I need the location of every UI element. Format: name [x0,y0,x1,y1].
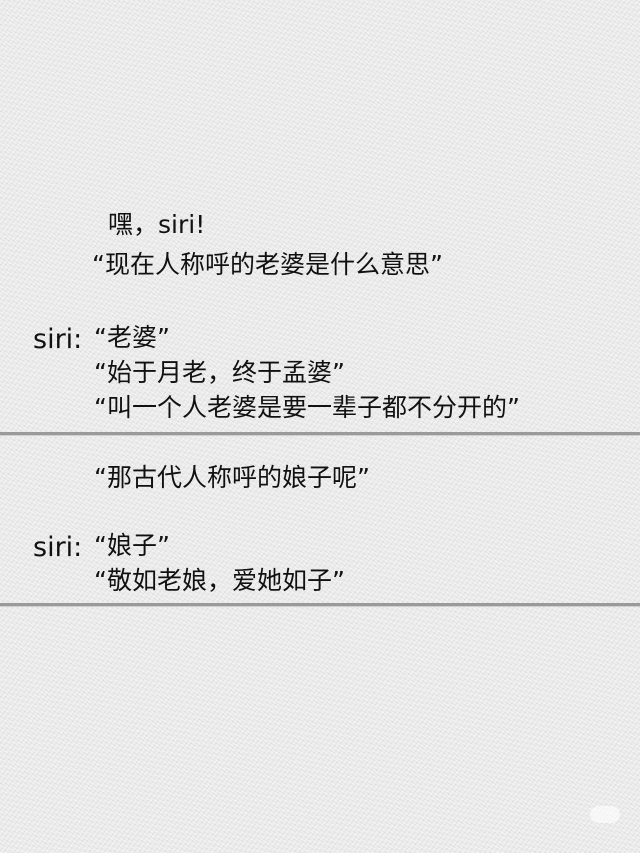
divider [0,603,640,607]
user-greeting: 嘿，siri! [108,210,206,239]
divider [0,432,640,436]
siri-answer-1-line-3: “叫一个人老婆是要一辈子都不分开的” [94,393,520,422]
user-question-2: “那古代人称呼的娘子呢” [94,463,370,492]
siri-answer-1-line-1: “老婆” [94,323,170,352]
siri-label: siri: [33,324,83,355]
user-question-1: “现在人称呼的老婆是什么意思” [92,250,443,279]
siri-answer-2-line-2: “敬如老娘，爱她如子” [94,566,345,595]
siri-answer-1-line-2: “始于月老，终于孟婆” [94,358,345,387]
watermark-badge [590,806,620,823]
siri-answer-2-line-1: “娘子” [94,531,170,560]
siri-label: siri: [33,532,83,563]
